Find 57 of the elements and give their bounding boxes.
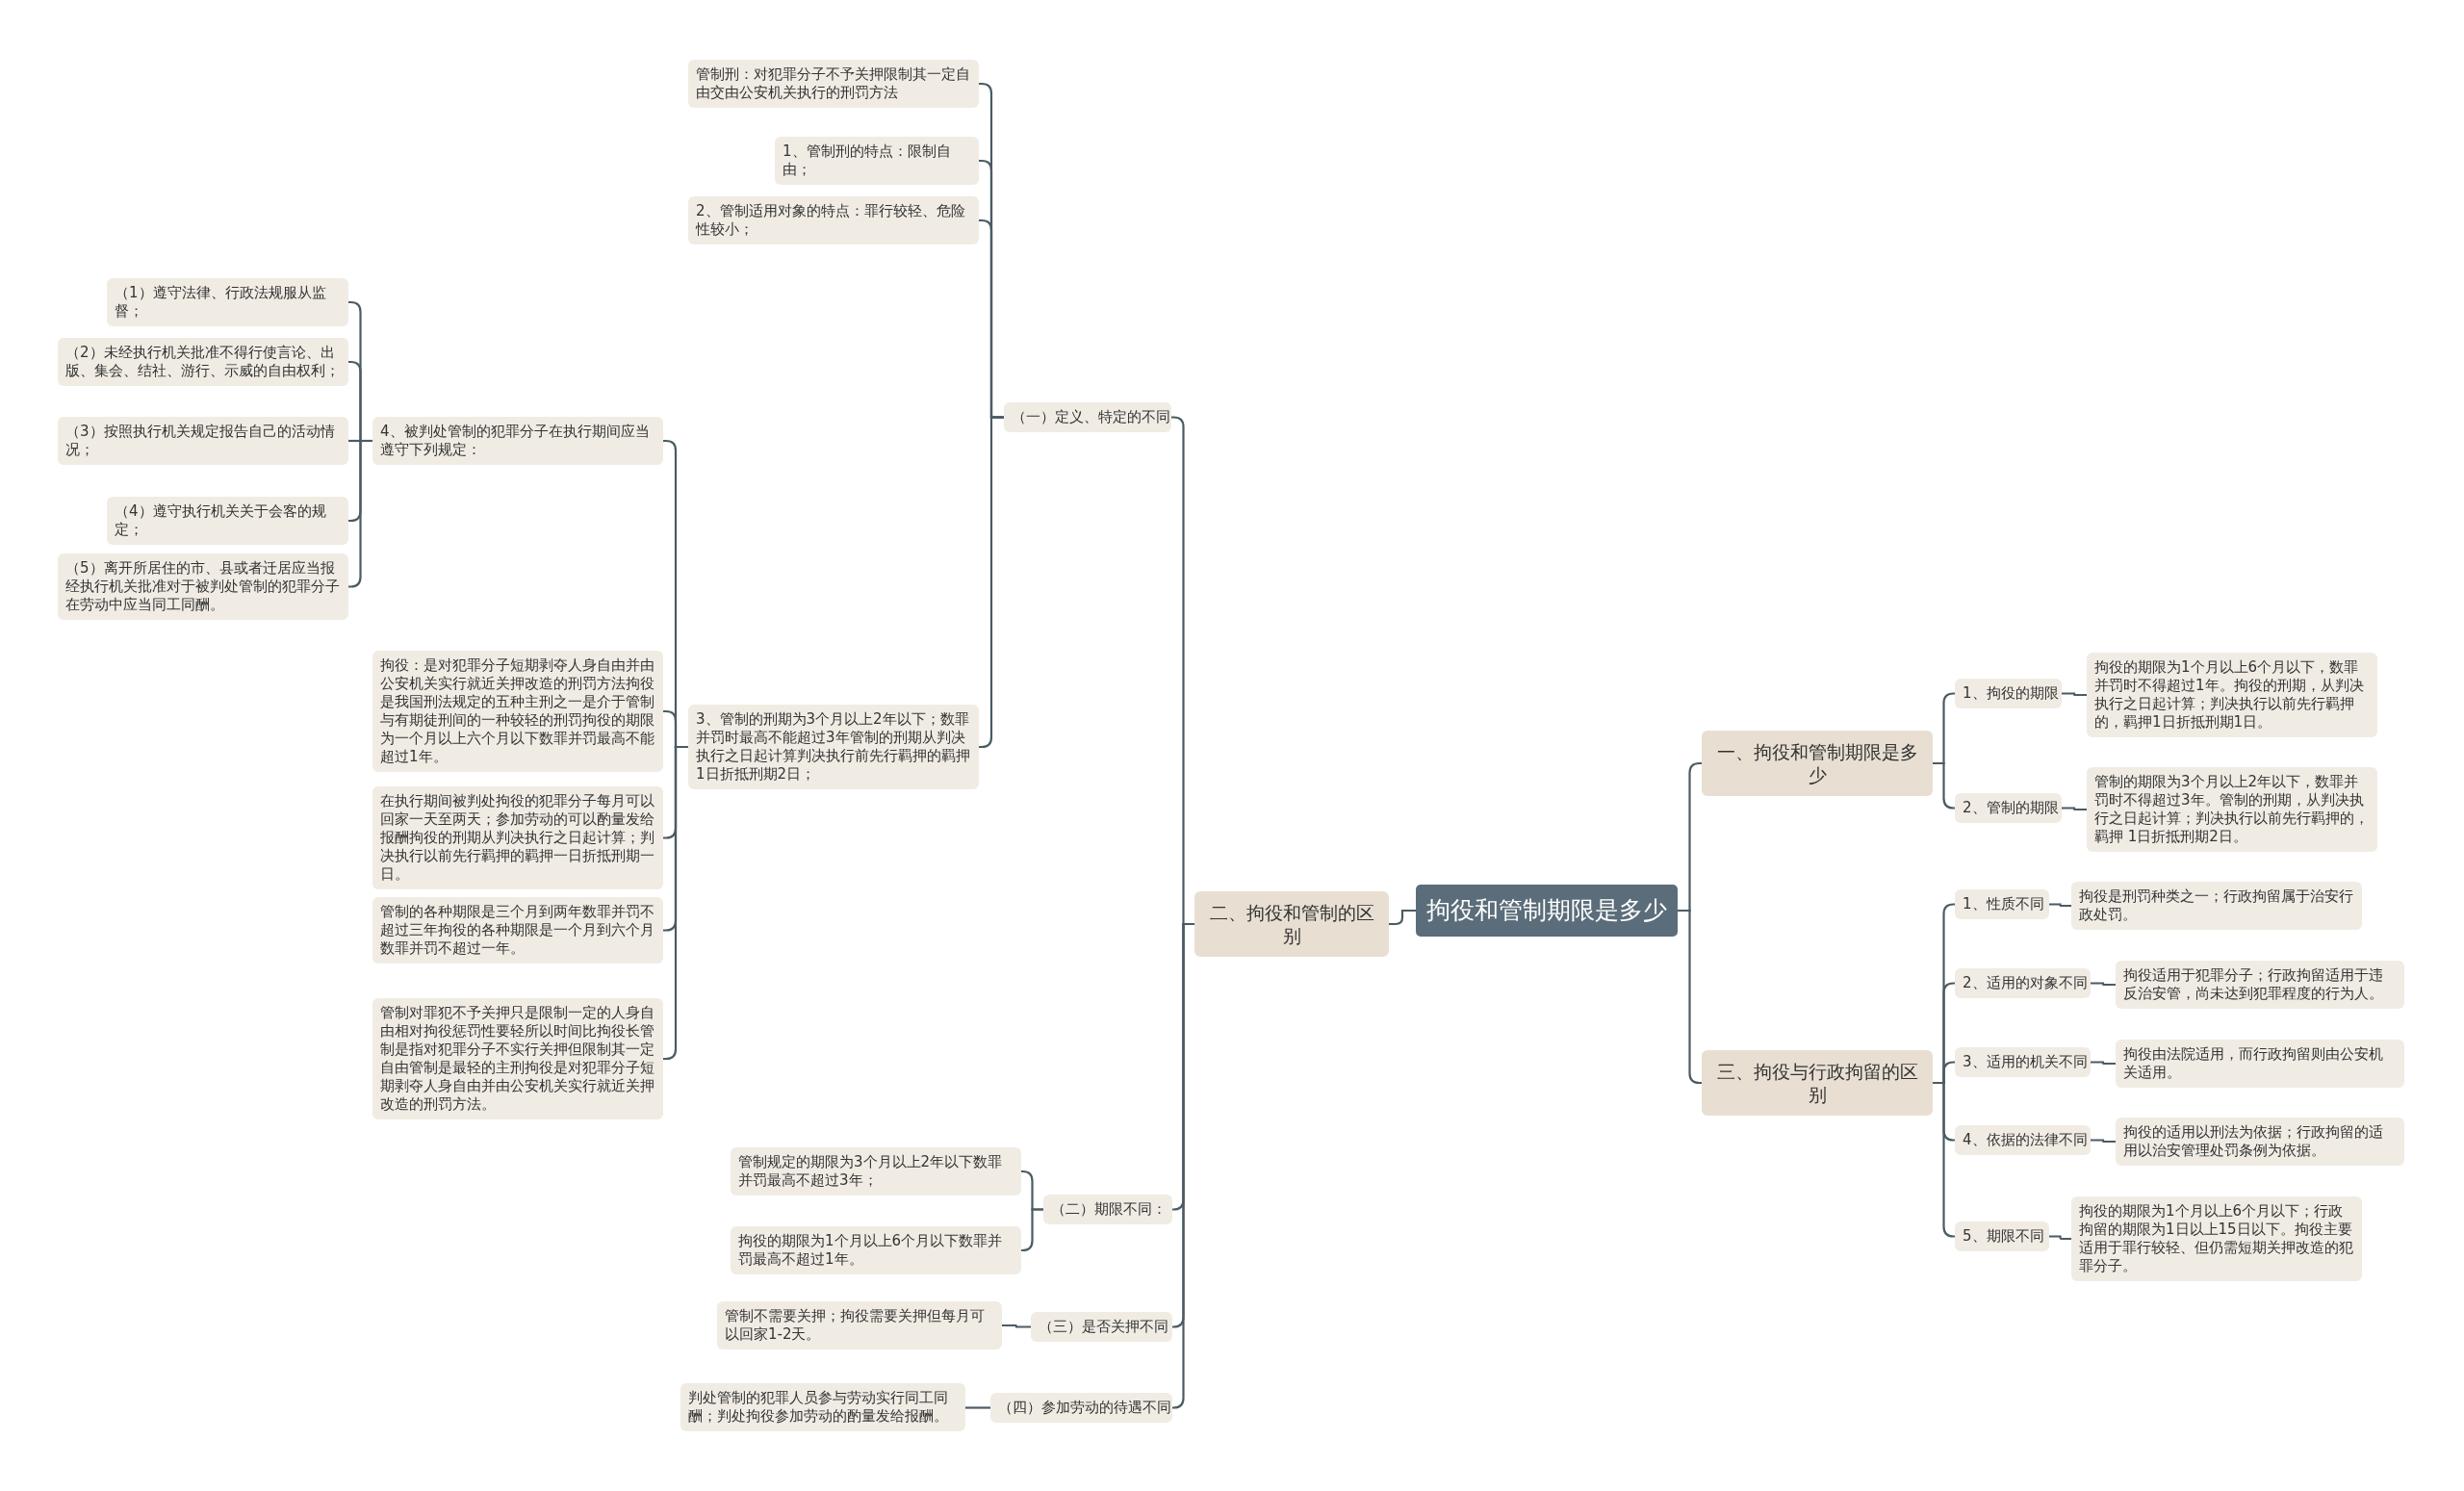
topic-label: 2、适用的对象不同 [1955,968,2091,998]
connector-line [965,1406,990,1409]
connector-line [348,439,372,588]
topic-note: （4）遵守执行机关关于会客的规定； [107,497,348,545]
topic-label: （四）参加劳动的待遇不同 [990,1393,1172,1423]
connector-line [2062,807,2087,811]
topic-label: 1、拘役的期限 [1955,679,2062,708]
topic-note: 拘役的期限为1个月以上6个月以下，数罪并罚时不得超过1年。拘役的刑期，从判决执行之日起计算；判决执行以前先行羁押的，羁押1日折抵刑期1日。 [2087,653,2377,737]
connector-line [1002,1324,1031,1328]
topic-note: 管制对罪犯不予关押只是限制一定的人身自由相对拘役惩罚性要轻所以时间比拘役长管制是指对犯罪分子不实行关押但限制其一定自由管制是最轻的主刑拘役是对犯罪分子短期剥夺人身自由并由公安机关实行就近关押改造的刑罚方法。 [372,998,663,1119]
topic-note: （2）未经执行机关批准不得行使言论、出版、集会、结社、游行、示威的自由权利； [58,338,348,386]
connector-line [2049,903,2071,908]
topic-note: 管制的各种期限是三个月到两年数罪并罚不超过三年拘役的各种期限是一个月到六个月数罪并罚不超过一年。 [372,897,663,964]
topic-note: 3、管制的刑期为3个月以上2年以下；数罪并罚时最高不能超过3年管制的刑期从判决执行之日起计算判决执行前先行羁押的羁押1日折抵刑期2日； [688,705,979,789]
connector-line [1389,909,1416,926]
topic-note: 4、被判处管制的犯罪分子在执行期间应当遵守下列规定： [372,417,663,465]
connector-line [1933,1081,1956,1238]
topic-note: 管制规定的期限为3个月以上2年以下数罪并罚最高不超过3年； [731,1147,1021,1195]
topic-note: 2、管制适用对象的特点：罪行较轻、危险性较小； [688,196,979,244]
topic-note: 管制的期限为3个月以上2年以下，数罪并罚时不得超过3年。管制的刑期，从判决执行之日起计算；判决执行以前先行羁押的，羁押 1日折抵刑期2日。 [2087,767,2377,852]
topic-note: 管制不需要关押；拘役需要关押但每月可以回家1-2天。 [717,1301,1002,1350]
connector-line [1020,1208,1043,1252]
topic-note: 拘役的适用以刑法为依据；行政拘留的适用以治安管理处罚条例为依据。 [2116,1118,2404,1166]
topic-label: （二）期限不同： [1043,1195,1172,1224]
topic-note: 在执行期间被判处拘役的犯罪分子每月可以回家一天至两天；参加劳动的可以酌量发给报酬拘役的刑期从判决执行之日起计算；判决执行以前先行羁押的羁押一日折抵刑期一日。 [372,786,663,889]
topic-note: （1）遵守法律、行政法规服从监督； [107,278,348,326]
connector-line [2062,692,2087,697]
topic-label: 4、依据的法律不同 [1955,1125,2091,1155]
topic-note: 拘役的期限为1个月以上6个月以下；行政拘留的期限为1日以上15日以下。拘役主要适用于罪行较轻、但仍需短期关押改造的犯罪分子。 [2071,1196,2362,1281]
branch-topic: 三、拘役与行政拘留的区别 [1702,1050,1933,1116]
topic-note: 判处管制的犯罪人员参与劳动实行同工同酬；判处拘役参加劳动的酌量发给报酬。 [680,1383,965,1431]
topic-note: （5）离开所居住的市、县或者迁居应当报经执行机关批准对于被判处管制的犯罪分子在劳动中应当同工同酬。 [58,553,348,620]
topic-note: 1、管制刑的特点：限制自由； [775,137,979,185]
connector-line [663,745,688,1061]
topic-note: （3）按照执行机关规定报告自己的活动情况； [58,417,348,465]
branch-topic: 二、拘役和管制的区别 [1194,891,1389,957]
topic-note: 拘役：是对犯罪分子短期剥夺人身自由并由公安机关实行就近关押改造的刑罚方法拘役是我国刑法规定的五种主刑之一是介于管制与有期徒刑间的一种较轻的刑罚拘役的期限为一个月以上六个月以下数罪并罚最高不能超过1年。 [372,651,663,772]
topic-note: 拘役的期限为1个月以上6个月以下数罪并罚最高不超过1年。 [731,1226,1021,1274]
topic-label: 3、适用的机关不同 [1955,1047,2091,1077]
topic-note: 拘役由法院适用，而行政拘留则由公安机关适用。 [2116,1040,2404,1088]
connector-line [1933,761,1956,810]
connector-line [1678,909,1702,1085]
connector-line [2049,1235,2071,1241]
central-topic: 拘役和管制期限是多少 [1416,885,1678,937]
connector-line [2091,1139,2116,1144]
topic-label: （三）是否关押不同 [1031,1312,1172,1342]
branch-topic: 一、拘役和管制期限是多少 [1702,731,1933,796]
topic-label: （一）定义、特定的不同 [1004,402,1171,432]
topic-label: 2、管制的期限 [1955,793,2062,823]
topic-note: 拘役适用于犯罪分子；行政拘留适用于违反治安管，尚未达到犯罪程度的行为人。 [2116,961,2404,1009]
topic-label: 5、期限不同 [1955,1221,2049,1251]
topic-note: 拘役是刑罚种类之一；行政拘留属于治安行政处罚。 [2071,882,2362,930]
topic-note: 管制刑：对犯罪分子不予关押限制其一定自由交由公安机关执行的刑罚方法 [688,60,979,108]
connector-line [2091,982,2116,987]
connector-line [2091,1061,2116,1066]
connector-line [979,416,1004,749]
topic-label: 1、性质不同 [1955,889,2049,919]
